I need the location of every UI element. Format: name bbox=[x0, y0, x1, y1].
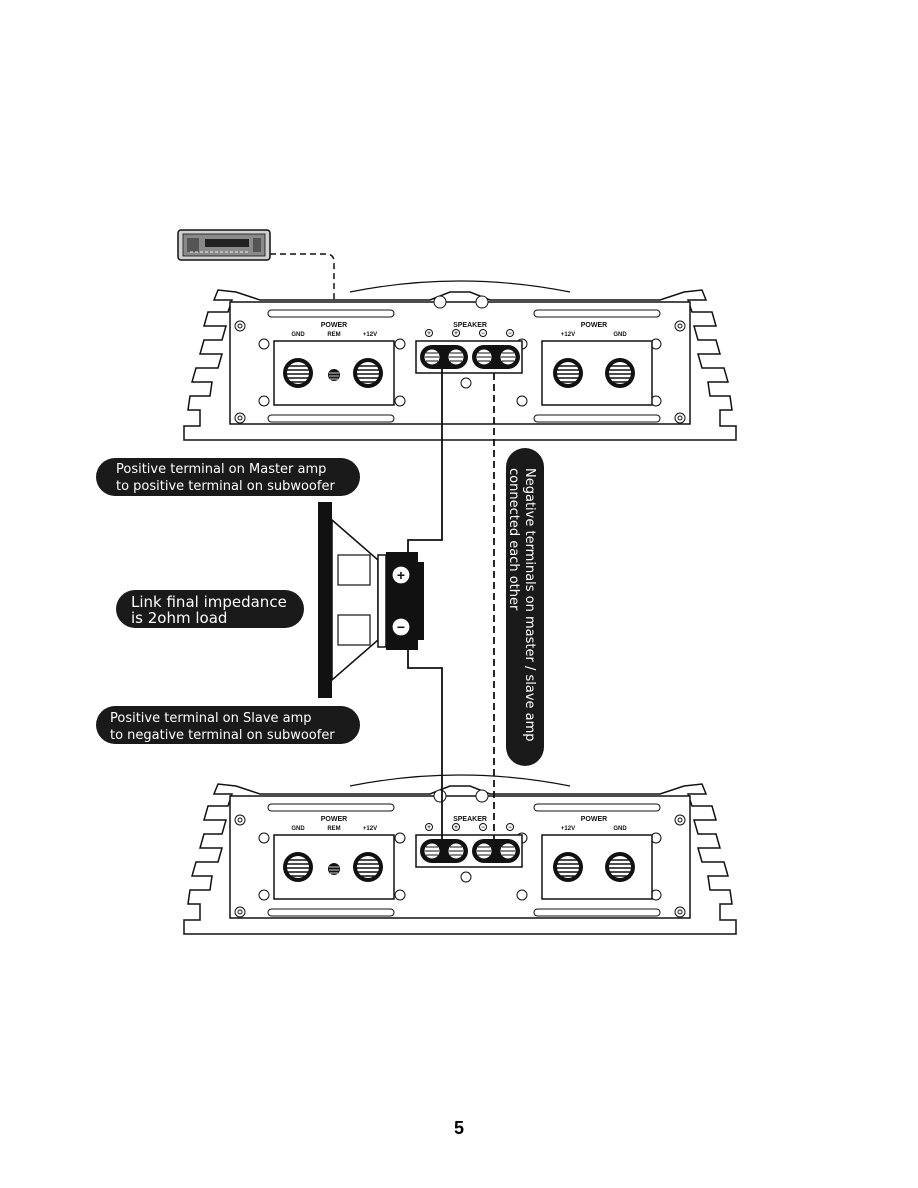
master-speaker-signs: + + − − bbox=[425, 329, 514, 337]
slave-gnd-label: GND bbox=[291, 826, 305, 832]
master-gnd-terminal bbox=[283, 358, 313, 388]
svg-text:Negative terminals on master /: Negative terminals on master / slave amp bbox=[522, 468, 537, 742]
svg-text:Positive terminal on Master am: Positive terminal on Master amp bbox=[116, 462, 326, 477]
master-speaker-terminals bbox=[423, 348, 517, 366]
master-12v-label: +12V bbox=[363, 332, 377, 338]
svg-text:−: − bbox=[508, 825, 512, 831]
slave-right-12v-label: +12V bbox=[561, 826, 575, 832]
svg-text:+: + bbox=[427, 825, 431, 831]
svg-text:Link final impedance: Link final impedance bbox=[131, 593, 287, 611]
subwoofer-minus-terminal: − bbox=[391, 617, 411, 637]
master-rem-terminal bbox=[328, 369, 340, 381]
slave-positive-wire bbox=[407, 646, 443, 856]
slave-right-gnd-label: GND bbox=[613, 826, 627, 832]
page-number: 5 bbox=[453, 1118, 464, 1138]
callout-slave-positive: Positive terminal on Slave amp to negati… bbox=[96, 706, 360, 744]
master-power-right-title: POWER bbox=[581, 322, 607, 329]
svg-text:−: − bbox=[481, 331, 485, 337]
master-rem-label: REM bbox=[327, 332, 340, 338]
svg-text:−: − bbox=[508, 331, 512, 337]
remote-wire bbox=[270, 253, 335, 372]
callout-impedance: Link final impedance is 2ohm load bbox=[116, 590, 304, 628]
master-12v-terminal bbox=[353, 358, 383, 388]
callout-master-positive: Positive terminal on Master amp to posit… bbox=[96, 458, 360, 496]
master-power-left-title: POWER bbox=[321, 322, 347, 329]
svg-text:−: − bbox=[397, 619, 405, 635]
master-amplifier: POWER GND REM +12V SPEAKER + + − − bbox=[183, 280, 737, 441]
svg-text:Positive terminal on Slave amp: Positive terminal on Slave amp bbox=[110, 711, 312, 726]
slave-12v-label: +12V bbox=[363, 826, 377, 832]
subwoofer: + − bbox=[318, 502, 424, 698]
master-positive-wire bbox=[407, 362, 443, 560]
slave-speaker-title: SPEAKER bbox=[453, 816, 487, 823]
slave-speaker-terminals bbox=[423, 842, 517, 860]
master-gnd-label: GND bbox=[291, 332, 305, 338]
master-right-12v-label: +12V bbox=[561, 332, 575, 338]
master-right-terminals bbox=[553, 358, 635, 388]
master-speaker-title: SPEAKER bbox=[453, 322, 487, 329]
svg-text:−: − bbox=[481, 825, 485, 831]
svg-text:+: + bbox=[397, 567, 405, 583]
head-unit bbox=[177, 229, 271, 261]
svg-text:+: + bbox=[454, 331, 458, 337]
svg-text:is 2ohm load: is 2ohm load bbox=[131, 609, 227, 627]
svg-text:to negative terminal on subwoo: to negative terminal on subwoofer bbox=[110, 728, 335, 743]
slave-left-terminals bbox=[283, 852, 383, 882]
svg-text:+: + bbox=[454, 825, 458, 831]
svg-text:to positive terminal on subwoo: to positive terminal on subwoofer bbox=[116, 479, 335, 494]
slave-amplifier: POWER GND REM +12V SPEAKER + + − − bbox=[183, 774, 737, 935]
slave-right-terminals bbox=[553, 852, 635, 882]
master-right-gnd-label: GND bbox=[613, 332, 627, 338]
slave-power-left-title: POWER bbox=[321, 816, 347, 823]
callout-negative: Negative terminals on master / slave amp… bbox=[506, 448, 544, 766]
slave-speaker-signs: + + − − bbox=[425, 823, 514, 831]
slave-power-right-title: POWER bbox=[581, 816, 607, 823]
svg-text:connected each other: connected each other bbox=[506, 468, 521, 611]
subwoofer-plus-terminal: + bbox=[391, 565, 411, 585]
svg-text:+: + bbox=[427, 331, 431, 337]
slave-rem-label: REM bbox=[327, 826, 340, 832]
